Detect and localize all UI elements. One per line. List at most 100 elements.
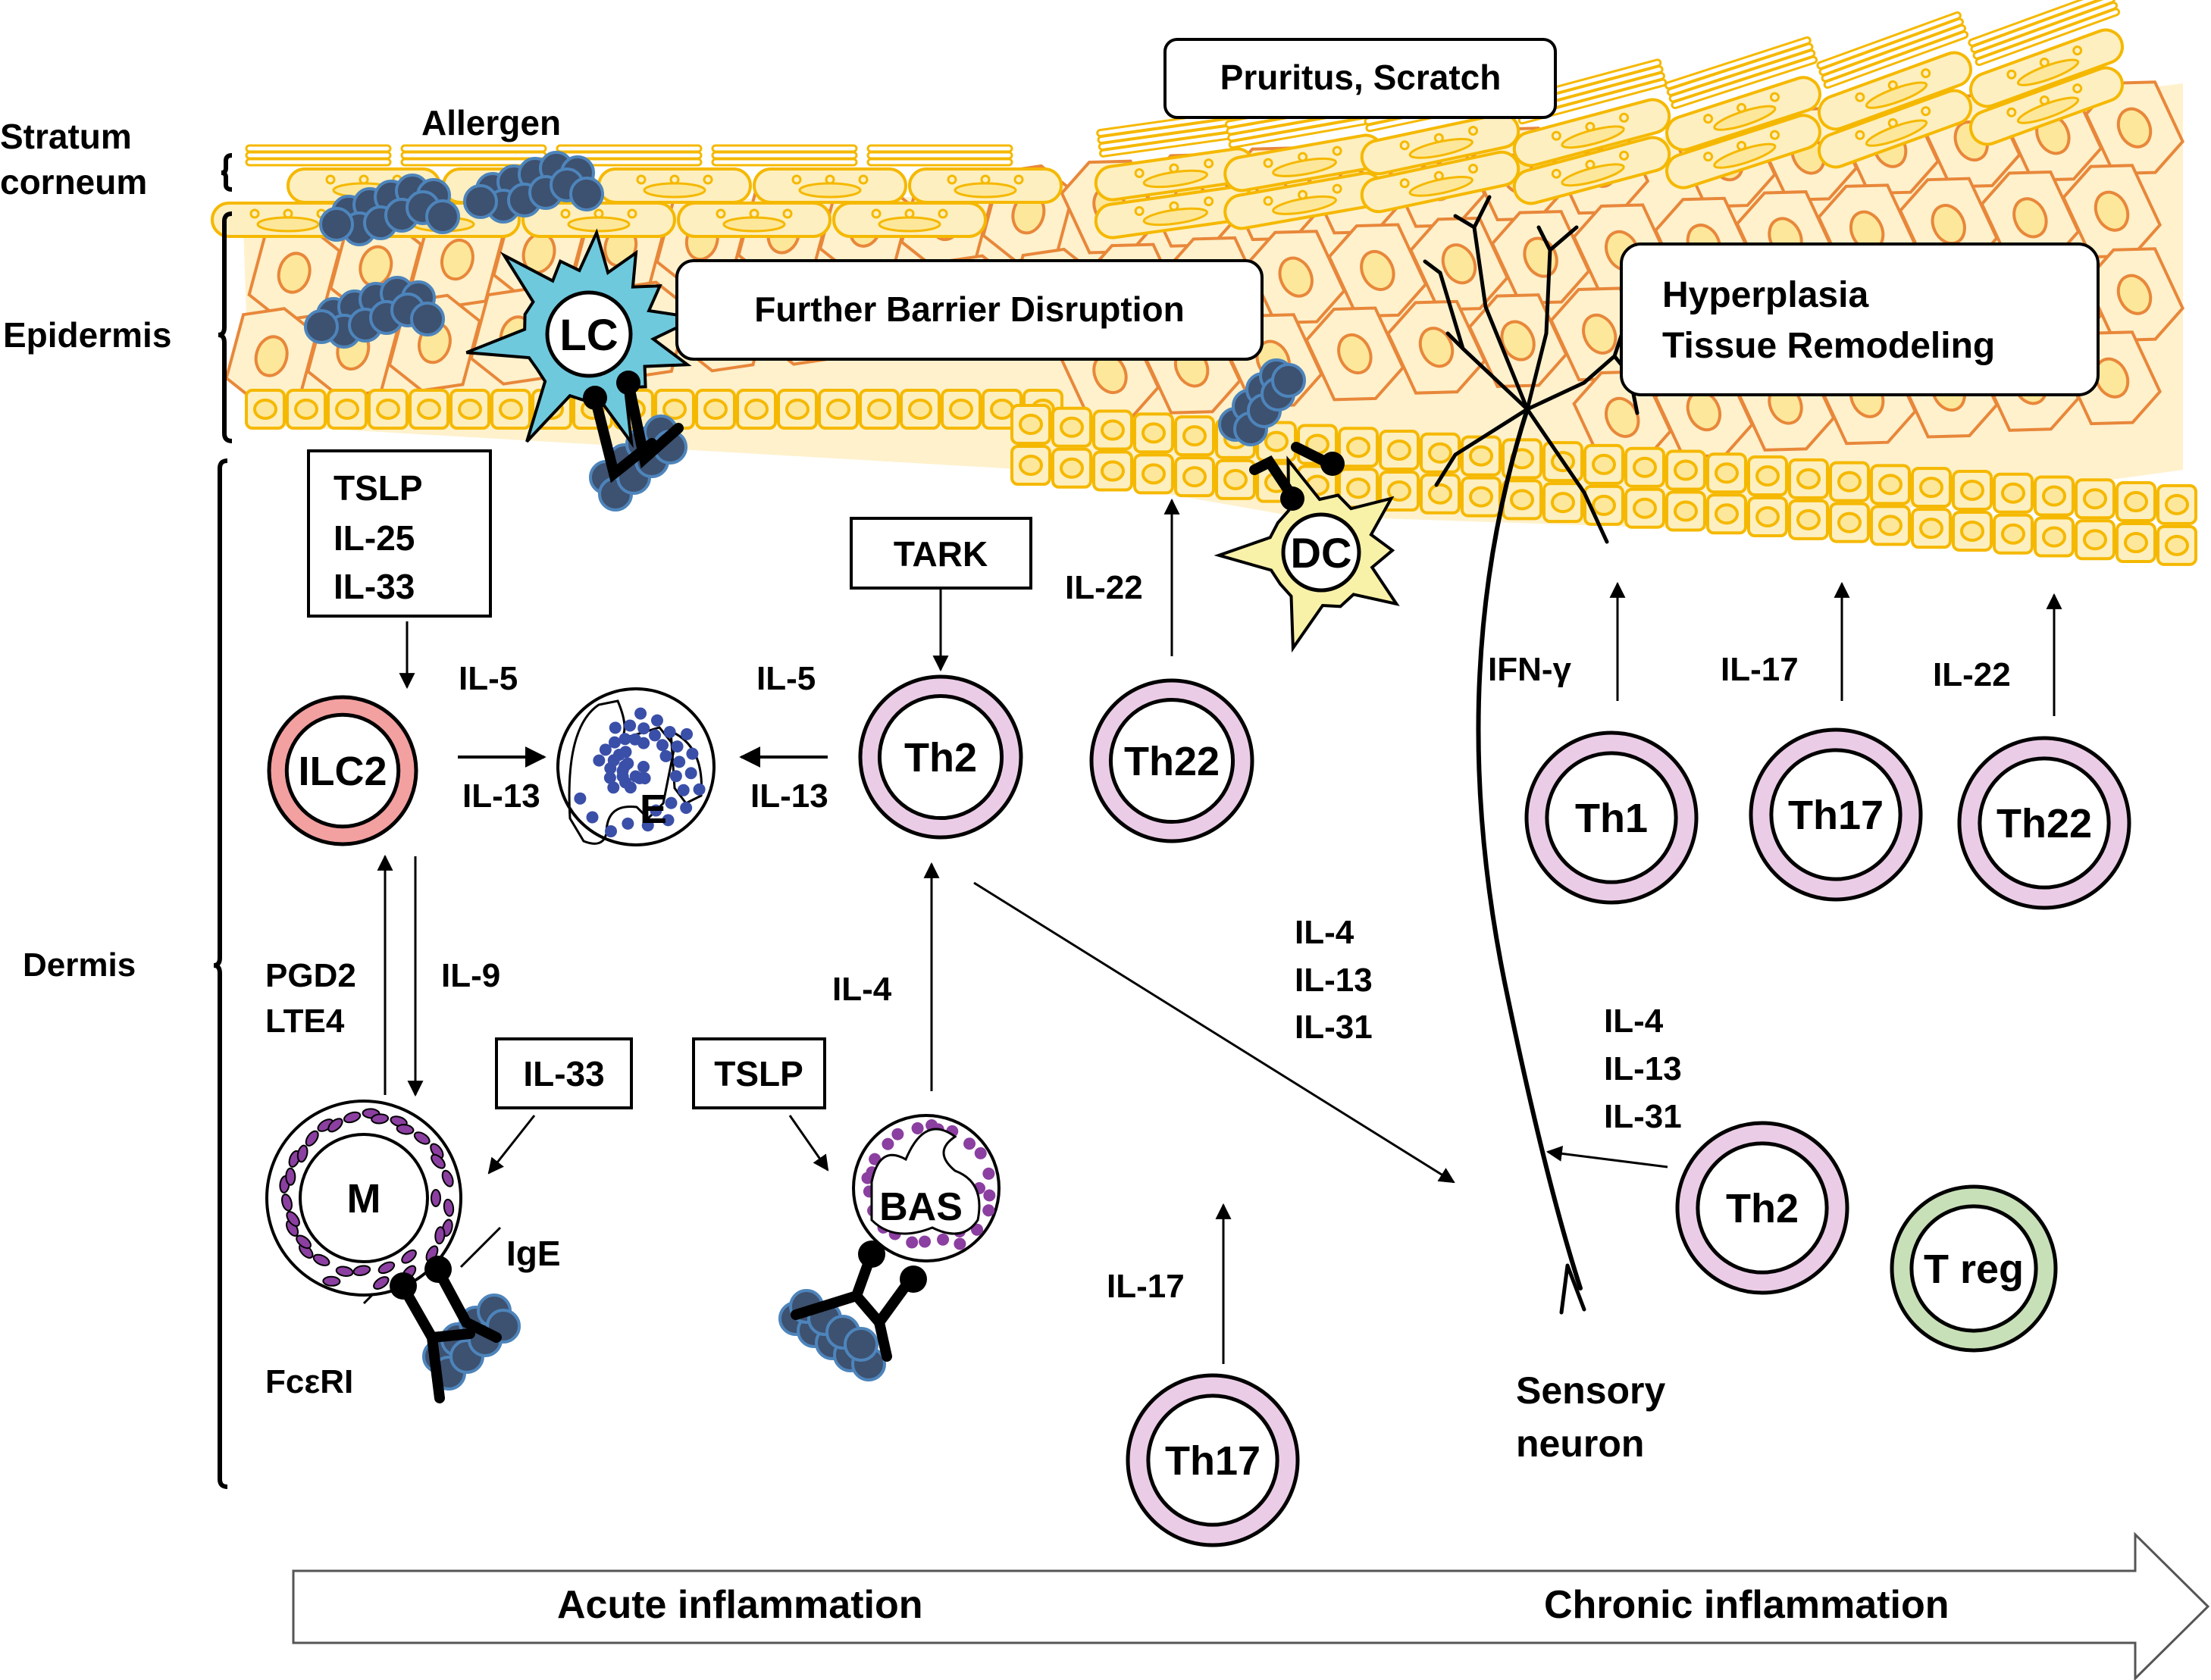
keratinocyte: [2084, 247, 2185, 343]
basal-cell: [1461, 476, 1502, 518]
basal-cell: [1747, 496, 1788, 538]
basal-cell: [1051, 406, 1092, 448]
hyperplasia-text-2: Tissue Remodeling: [1662, 326, 1995, 366]
th2-acute-cell: Th2: [858, 674, 1023, 840]
keratinocyte: [1304, 306, 1405, 402]
tark-text: TARK: [894, 534, 988, 574]
pruritus-box: Pruritus, Scratch: [1163, 38, 1557, 119]
th2-chronic-cell-label: Th2: [1726, 1186, 1799, 1231]
basal-cell: [1911, 508, 1952, 549]
lc-label: LC: [559, 311, 618, 360]
corneocyte: [1969, 28, 2124, 108]
th2-chronic-cell: Th2: [1675, 1121, 1849, 1295]
hyperplasia-text-1: Hyperplasia: [1662, 275, 1868, 315]
basal-cell: [1829, 502, 1870, 543]
cyt-il31-a: IL-31: [1295, 1009, 1373, 1046]
cyt-il4-bas: IL-4: [832, 971, 892, 1008]
corneocyte: [1818, 89, 1972, 169]
th22-chronic-cell-label: Th22: [1996, 801, 2092, 846]
mast-cell: M: [265, 1100, 502, 1403]
tslp-text: TSLP: [714, 1054, 803, 1093]
corneocyte: [1969, 66, 2124, 146]
basal-cell: [2115, 481, 2156, 523]
basal-cell: [1174, 415, 1215, 457]
basal-cell: [1092, 409, 1133, 451]
basophil: BAS: [791, 1114, 1001, 1362]
basal-cell: [1092, 450, 1133, 492]
basal-cell: [1051, 447, 1092, 489]
dc-nucleus: [1281, 512, 1361, 593]
th17-chronic-cell: Th17: [1749, 727, 1923, 902]
basal-cell: [2075, 478, 2115, 520]
basal-cell: [449, 389, 490, 430]
epidermis-bracket: [218, 211, 233, 443]
stratum-corneum-bracket: [221, 153, 233, 192]
tslp-box: TSLP: [692, 1037, 826, 1109]
basal-cell: [1010, 445, 1051, 486]
il33-text: IL-33: [523, 1054, 604, 1093]
cyt-il22-acute: IL-22: [1065, 569, 1143, 606]
basal-cell: [818, 389, 859, 430]
corneocyte: [1360, 112, 1520, 176]
basal-cell: [1829, 461, 1870, 502]
keratinocyte: [2084, 80, 2185, 176]
corneocyte: [832, 202, 987, 238]
th17-chronic-cell-label: Th17: [1788, 793, 1884, 838]
corneocyte: [677, 202, 831, 238]
basal-cell: [1542, 482, 1583, 524]
allergen-cluster: [1218, 358, 1306, 446]
cytokine-labels: IL-5 IL-13 IL-5 IL-13 IL-22 PGD2 LTE4 IL…: [265, 569, 2011, 1465]
basal-cell: [900, 389, 941, 430]
basal-cell: [1747, 455, 1788, 497]
mast-label: M: [347, 1176, 381, 1222]
box-tslp: TSLP: [334, 468, 423, 508]
basal-cell: [982, 389, 1023, 430]
timeline-arrow: Acute inflammation Chronic inflammation: [292, 1531, 2210, 1680]
basal-cell: [1420, 432, 1461, 474]
sensory-neuron: [1423, 195, 1639, 1315]
keratinocyte: [1386, 299, 1486, 395]
basal-cell: [2156, 483, 2197, 525]
ilc2-cell-label: ILC2: [298, 749, 387, 794]
keratin-flakes: [1665, 36, 1818, 109]
basal-cell: [2156, 524, 2197, 566]
basal-cell: [368, 389, 409, 430]
treg-cell: T reg: [1890, 1184, 2058, 1353]
basal-cell: [1993, 472, 2034, 514]
cyt-ifng: IFN-γ: [1488, 651, 1572, 688]
arrow-tslp-to-bas: [788, 1115, 829, 1172]
cyt-il17-chronic: IL-17: [1721, 651, 1799, 688]
arrow-il33-to-mast: [487, 1115, 536, 1175]
barrier-disruption-box: Further Barrier Disruption: [675, 259, 1264, 361]
basal-cell: [1706, 452, 1747, 494]
basal-cell: [327, 389, 368, 430]
keratin-flakes: [400, 144, 547, 167]
basal-cell: [1583, 443, 1624, 485]
corneocyte: [597, 167, 752, 204]
th1-cell-label: Th1: [1575, 796, 1648, 841]
basal-cell: [1706, 493, 1747, 535]
th22-chronic-cell: Th22: [1957, 736, 2131, 910]
stratum-label-line1: Stratum: [0, 117, 132, 156]
basal-cell: [1215, 458, 1256, 500]
layer-labels: Stratum corneum Epidermis Dermis: [0, 117, 171, 984]
arrow-th2c-to-neuron: [1546, 1145, 1668, 1168]
dc-label: DC: [1291, 529, 1352, 577]
basal-cell: [1624, 487, 1665, 529]
cyt-pgd2: PGD2: [265, 957, 356, 994]
treg-cell-label: T reg: [1924, 1247, 2024, 1292]
arrows: [362, 498, 2062, 1364]
cyt-il5-right: IL-5: [756, 660, 816, 697]
cyt-il9: IL-9: [441, 957, 500, 994]
basal-cell: [245, 389, 286, 430]
keratinocyte: [1327, 223, 1428, 318]
basal-cell: [695, 389, 736, 430]
th1-cell: Th1: [1524, 731, 1699, 905]
tslp-il25-il33-box: TSLP IL-25 IL-33: [307, 449, 492, 618]
corneocyte: [1665, 76, 1821, 152]
basal-cell: [1665, 449, 1706, 491]
basal-cell: [490, 389, 531, 430]
eosinophil: E: [556, 687, 716, 846]
basal-cell: [1788, 499, 1829, 540]
